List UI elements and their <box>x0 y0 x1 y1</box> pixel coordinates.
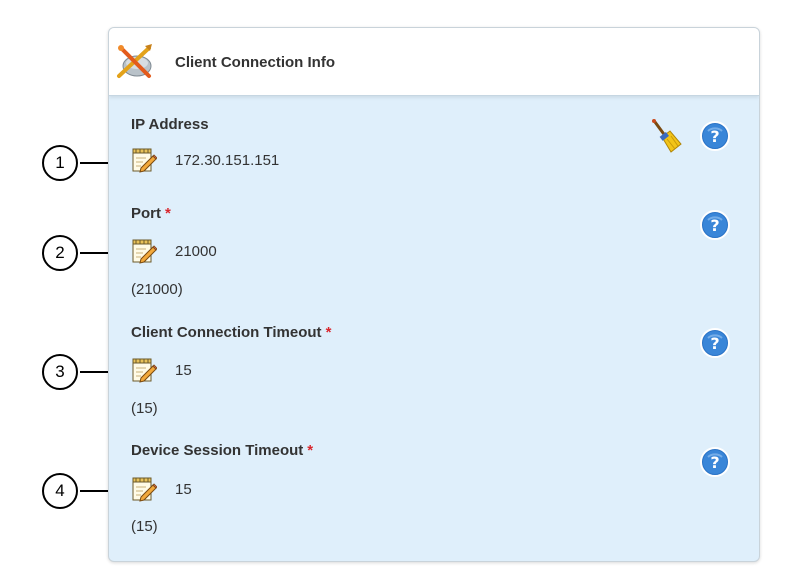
broom-icon[interactable] <box>647 118 683 154</box>
edit-notepad-icon[interactable] <box>131 147 157 173</box>
panel-title: Client Connection Info <box>175 54 335 71</box>
field-label-text: Port <box>131 205 161 222</box>
field-label-text: IP Address <box>131 116 209 133</box>
help-icon[interactable] <box>699 120 731 152</box>
device-session-timeout-default: (15) <box>131 518 158 535</box>
help-icon[interactable] <box>699 327 731 359</box>
callout-4: 4 <box>42 473 78 509</box>
field-label-text: Client Connection Timeout <box>131 324 322 341</box>
callout-3: 3 <box>42 354 78 390</box>
field-label-text: Device Session Timeout <box>131 442 304 459</box>
callout-1: 1 <box>42 145 78 181</box>
edit-notepad-icon[interactable] <box>131 238 157 264</box>
field-label-client-connection-timeout: Client Connection Timeout* <box>131 324 331 341</box>
required-marker: * <box>325 324 332 341</box>
help-icon[interactable] <box>699 209 731 241</box>
help-icon[interactable] <box>699 446 731 478</box>
panel-header: Client Connection Info <box>109 28 759 96</box>
field-label-ip-address: IP Address <box>131 116 209 133</box>
required-marker: * <box>307 442 314 459</box>
client-connection-timeout-value[interactable]: 15 <box>175 362 192 379</box>
client-connection-panel: Client Connection Info IP Address 172.30… <box>108 27 760 562</box>
client-connection-timeout-default: (15) <box>131 400 158 417</box>
required-marker: * <box>165 205 171 222</box>
crossed-tools-icon <box>117 44 152 78</box>
edit-notepad-icon[interactable] <box>131 357 157 383</box>
ip-address-value[interactable]: 172.30.151.151 <box>175 152 280 169</box>
device-session-timeout-value[interactable]: 15 <box>175 481 192 498</box>
callout-2: 2 <box>42 235 78 271</box>
field-label-device-session-timeout: Device Session Timeout* <box>131 442 313 459</box>
edit-notepad-icon[interactable] <box>131 476 157 502</box>
field-label-port: Port* <box>131 205 171 222</box>
port-value[interactable]: 21000 <box>175 243 217 260</box>
port-default: (21000) <box>131 281 183 298</box>
